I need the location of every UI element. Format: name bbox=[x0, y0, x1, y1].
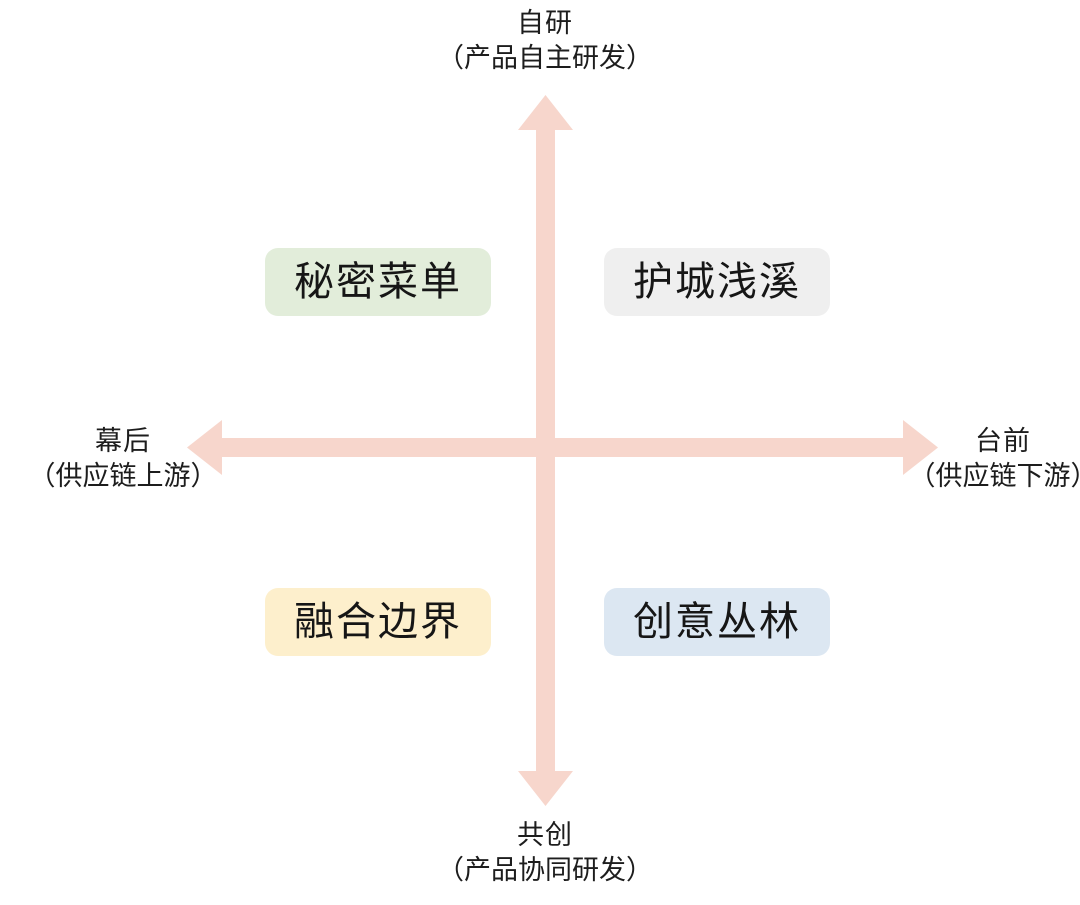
axis-label-right: 台前 （供应链下游） bbox=[909, 424, 1080, 493]
axis-label-bottom-secondary: （产品协同研发） bbox=[437, 854, 653, 885]
vertical-axis-shaft bbox=[536, 130, 555, 775]
axis-label-left: 幕后 （供应链上游） bbox=[29, 424, 218, 493]
axis-label-top: 自研 （产品自主研发） bbox=[437, 6, 653, 75]
quadrant-label-top-left: 秘密菜单 bbox=[294, 259, 462, 304]
axis-arrowhead-up bbox=[518, 95, 573, 130]
axis-label-right-secondary: （供应链下游） bbox=[908, 460, 1080, 491]
axis-label-top-primary: 自研 bbox=[517, 8, 573, 38]
axis-label-bottom: 共创 （产品协同研发） bbox=[437, 818, 653, 887]
axis-arrowhead-down bbox=[518, 771, 573, 806]
horizontal-axis-shaft bbox=[222, 438, 903, 457]
axis-label-bottom-primary: 共创 bbox=[517, 820, 573, 850]
quadrant-box-bottom-right: 创意丛林 bbox=[604, 588, 830, 656]
quadrant-box-top-right: 护城浅溪 bbox=[604, 248, 830, 316]
axis-label-left-primary: 幕后 bbox=[95, 426, 151, 456]
quadrant-label-bottom-right: 创意丛林 bbox=[633, 599, 801, 644]
axis-label-left-secondary: （供应链上游） bbox=[28, 460, 218, 491]
quadrant-label-bottom-left: 融合边界 bbox=[294, 599, 462, 644]
quadrant-box-top-left: 秘密菜单 bbox=[265, 248, 491, 316]
quadrant-box-bottom-left: 融合边界 bbox=[265, 588, 491, 656]
quadrant-label-top-right: 护城浅溪 bbox=[633, 259, 801, 304]
axis-label-right-primary: 台前 bbox=[975, 426, 1031, 456]
axis-label-top-secondary: （产品自主研发） bbox=[437, 42, 653, 73]
